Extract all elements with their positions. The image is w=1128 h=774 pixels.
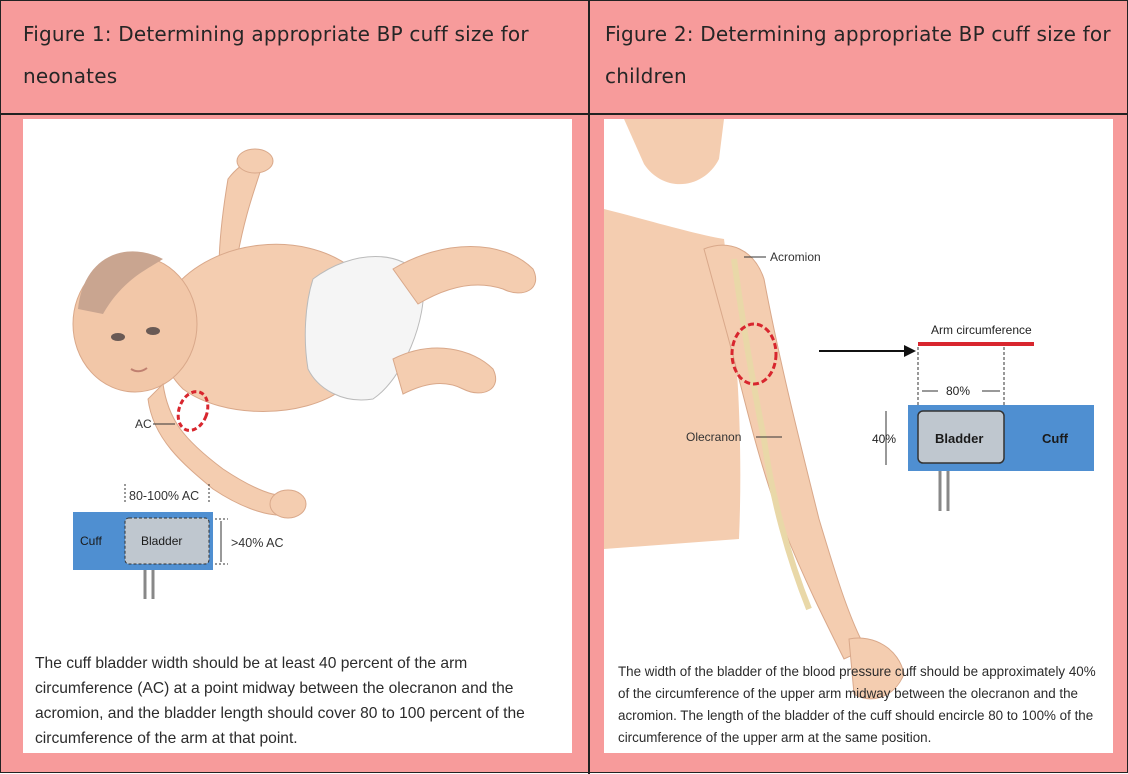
label-width: >40% AC [231, 536, 283, 550]
row-divider [1, 113, 1128, 115]
label-acromion: Acromion [770, 250, 821, 264]
column-divider [588, 1, 590, 774]
label-bladder: Bladder [141, 534, 182, 548]
figure2-caption: The width of the bladder of the blood pr… [618, 661, 1101, 749]
figure1-title: Figure 1: Determining appropriate BP cuf… [1, 1, 588, 113]
circumference-arrowhead [904, 345, 916, 357]
label-cuff-child: Cuff [1042, 431, 1069, 446]
figure2-title: Figure 2: Determining appropriate BP cuf… [591, 1, 1128, 113]
label-olecranon: Olecranon [686, 430, 741, 444]
label-40: 40% [872, 432, 896, 446]
figure2-illustration-panel: Acromion Olecranon Arm circumference 80%… [604, 119, 1113, 753]
label-80: 80% [946, 384, 970, 398]
label-range: 80-100% AC [129, 489, 199, 503]
label-ac: AC [135, 417, 152, 431]
figure1-illustration-panel: AC 80-100% AC Cuff Bladder >40% AC The c… [23, 119, 572, 753]
label-cuff: Cuff [80, 534, 102, 548]
label-bladder-child: Bladder [935, 431, 983, 446]
neonate-body-image [73, 149, 536, 518]
label-arm-circumference: Arm circumference [931, 323, 1032, 337]
child-arm-illustration: Acromion Olecranon Arm circumference 80%… [604, 119, 1113, 753]
child-body-image [604, 119, 904, 699]
figure1-caption: The cuff bladder width should be at leas… [35, 651, 560, 751]
